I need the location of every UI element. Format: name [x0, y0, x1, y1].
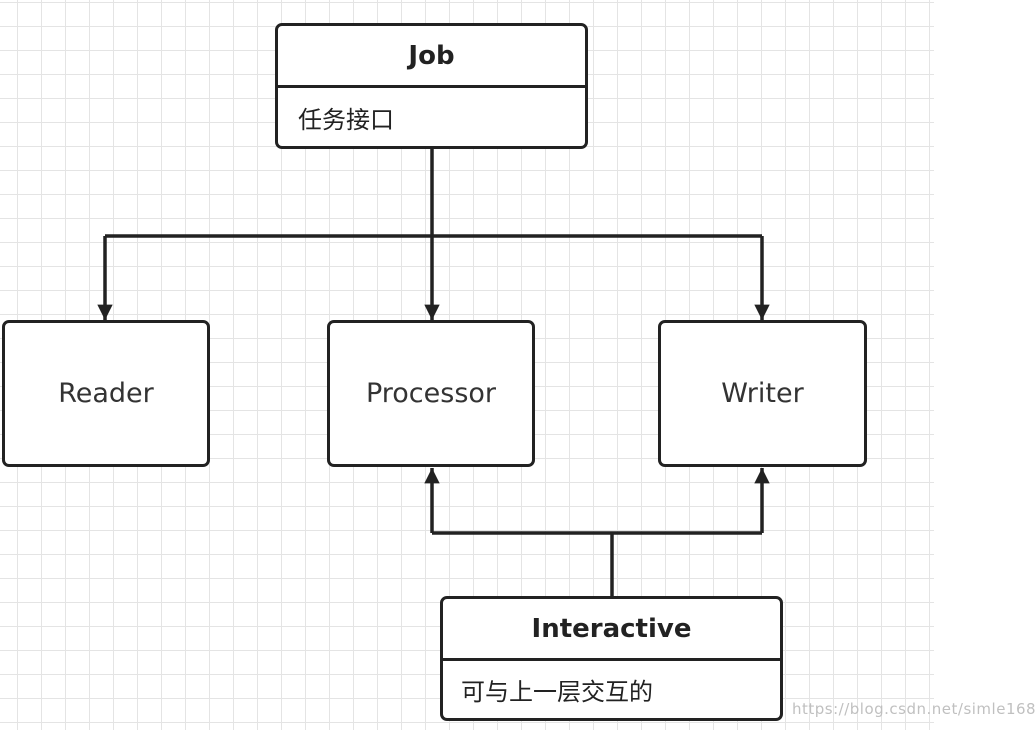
interactive-title: Interactive	[443, 599, 780, 661]
page-margin	[934, 0, 1012, 730]
processor-label: Processor	[365, 378, 497, 409]
reader-label: Reader	[58, 378, 154, 409]
job-node[interactable]: Job 任务接口	[275, 23, 588, 149]
writer-node[interactable]: Writer	[658, 320, 867, 467]
reader-node[interactable]: Reader	[2, 320, 210, 467]
writer-label: Writer	[721, 378, 804, 409]
interactive-description: 可与上一层交互的	[461, 678, 653, 706]
interactive-node[interactable]: Interactive 可与上一层交互的	[440, 596, 783, 721]
connectors	[97, 148, 770, 597]
watermark-text: https://blog.csdn.net/simle168	[792, 700, 1036, 718]
job-description: 任务接口	[298, 105, 394, 134]
processor-node[interactable]: Processor	[327, 320, 535, 467]
job-title: Job	[278, 26, 585, 88]
